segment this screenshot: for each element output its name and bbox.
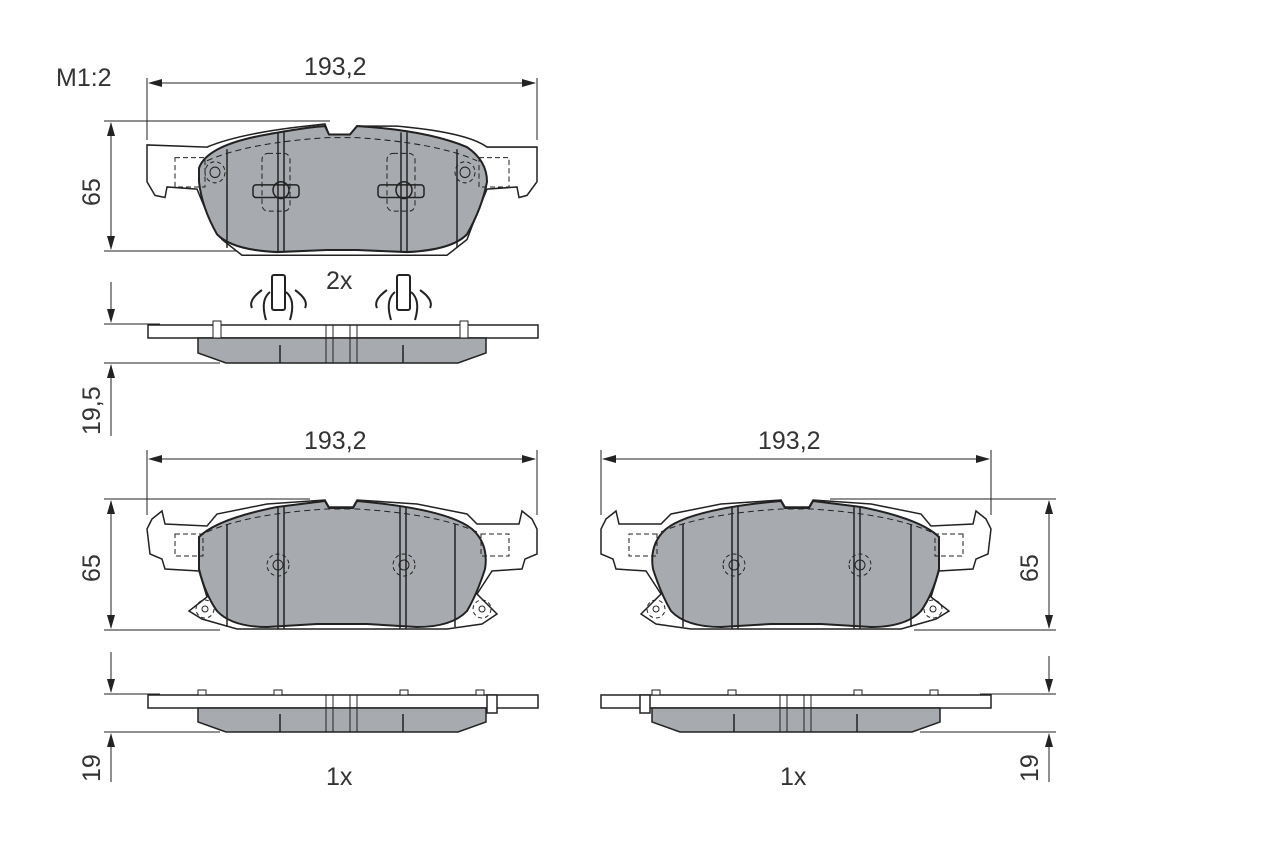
top-pad-side-view [104, 274, 539, 436]
bottom-right-thickness-dimension: 19 [1016, 754, 1044, 782]
bottom-left-width-dimension: 193,2 [304, 427, 367, 455]
bottom-left-pad-front-view [104, 450, 538, 631]
bottom-left-height-dimension: 65 [78, 554, 106, 582]
top-quantity-label: 2x [326, 267, 353, 295]
bottom-right-pad-side-view [600, 656, 1056, 782]
bottom-right-pad-front-view [600, 450, 1056, 631]
bottom-left-quantity-label: 1x [326, 763, 353, 791]
scale-label: M1:2 [56, 64, 112, 92]
bottom-left-pad-side-view [104, 652, 539, 782]
bottom-left-thickness-dimension: 19 [78, 754, 106, 782]
bottom-right-quantity-label: 1x [780, 763, 807, 791]
top-height-dimension: 65 [78, 178, 106, 206]
top-pad-front-view [104, 78, 538, 257]
bottom-right-width-dimension: 193,2 [758, 427, 821, 455]
top-width-dimension: 193,2 [304, 53, 367, 81]
top-thickness-dimension: 19,5 [78, 386, 106, 435]
bottom-right-height-dimension: 65 [1016, 554, 1044, 582]
